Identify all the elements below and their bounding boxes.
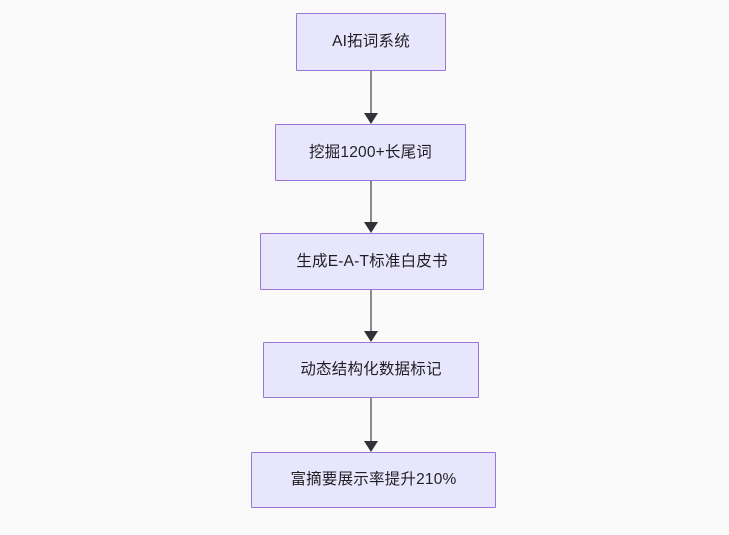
arrowhead-down-icon [364,441,378,452]
arrowhead-down-icon [364,113,378,124]
edge-n4-n5 [364,398,378,452]
flowchart-node-ai-keyword-system[interactable]: AI拓词系统 [296,13,446,71]
node-label: 生成E-A-T标准白皮书 [296,252,448,270]
node-label: 动态结构化数据标记 [300,361,442,379]
flowchart-node-rich-snippet-impression-lift[interactable]: 富摘要展示率提升210% [251,452,496,508]
flowchart-node-mine-longtail-keywords[interactable]: 挖掘1200+长尾词 [275,124,466,181]
node-label: AI拓词系统 [332,33,410,51]
arrowhead-down-icon [364,222,378,233]
flowchart-node-dynamic-structured-data-markup[interactable]: 动态结构化数据标记 [263,342,479,398]
node-label: 富摘要展示率提升210% [290,471,457,489]
flowchart-node-generate-eat-whitepaper[interactable]: 生成E-A-T标准白皮书 [260,233,484,290]
arrowhead-down-icon [364,331,378,342]
edge-n1-n2 [364,71,378,124]
edge-n2-n3 [364,181,378,233]
edge-n3-n4 [364,290,378,342]
node-label: 挖掘1200+长尾词 [308,143,433,161]
